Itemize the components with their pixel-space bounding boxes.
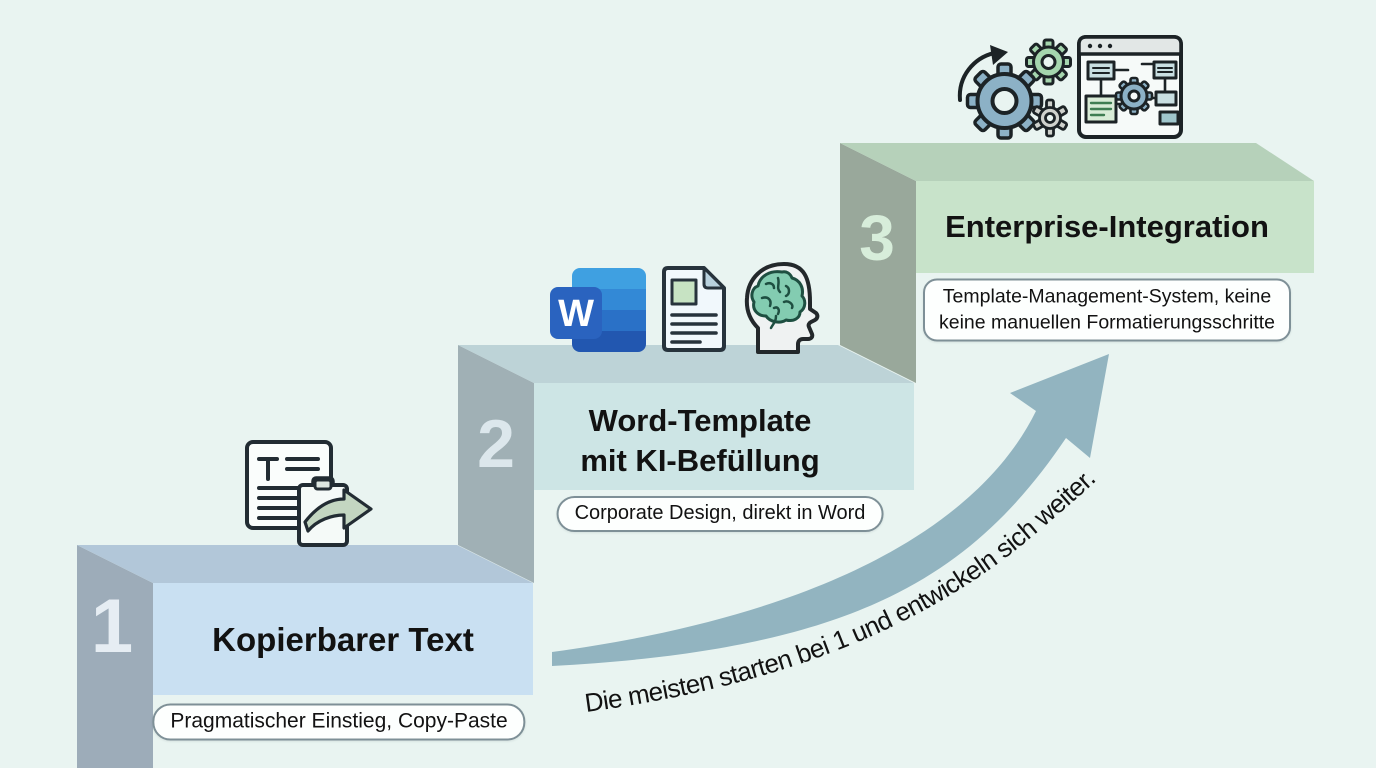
- step-3-badge: Template-Management-System, keine keine …: [923, 278, 1291, 342]
- step-1-front-face: [153, 583, 533, 695]
- step-2-badge-line: Corporate Design, direkt in Word: [574, 502, 866, 524]
- step-3-title: Enterprise-Integration: [945, 209, 1269, 245]
- step-3-title-line: Enterprise-Integration: [945, 209, 1269, 244]
- step-3-front-face: [916, 181, 1314, 273]
- step-2-title-line: mit KI-Befüllung: [580, 443, 820, 478]
- automation-gears-icon: [957, 38, 1072, 140]
- step-1-top-face: [77, 545, 533, 583]
- ai-brain-head-icon: [744, 262, 820, 354]
- step-3-badge-line: Template-Management-System, keine: [942, 285, 1272, 308]
- step-2-badge: Corporate Design, direkt in Word: [556, 496, 884, 532]
- word-logo-letter: W: [558, 293, 594, 335]
- workflow-window-icon: [1077, 35, 1183, 139]
- step-3-side-face: [840, 143, 916, 383]
- step-1-title-line: Kopierbarer Text: [212, 621, 474, 658]
- step-1-badge-line: Pragmatischer Einstieg, Copy-Paste: [170, 709, 508, 733]
- step-2-front-face: [534, 383, 914, 490]
- step-2-top-face: [458, 345, 914, 383]
- step-3-number: 3: [859, 202, 895, 274]
- step-2-title-line: Word-Template: [588, 403, 812, 438]
- step-2-title: Word-Template mit KI-Befüllung: [580, 401, 819, 481]
- template-document-icon: [662, 266, 726, 352]
- step-1-badge: Pragmatischer Einstieg, Copy-Paste: [152, 703, 526, 741]
- step-1-title: Kopierbarer Text: [212, 621, 474, 659]
- step-2-box: [458, 345, 914, 583]
- step-2-number: 2: [477, 406, 515, 482]
- step-3-badge-line: keine manuellen Formatierungsschritte: [939, 311, 1275, 334]
- step-1-number: 1: [90, 584, 134, 669]
- document-copy-clipboard-icon: [245, 440, 373, 547]
- step-3-top-face: [840, 143, 1314, 181]
- word-logo-icon: W: [550, 268, 646, 352]
- growth-arrow: [552, 354, 1109, 666]
- step-2-side-face: [458, 345, 534, 583]
- step-1-side-face: [77, 545, 153, 768]
- step-1-box: [77, 545, 533, 768]
- step-3-box: [840, 143, 1314, 383]
